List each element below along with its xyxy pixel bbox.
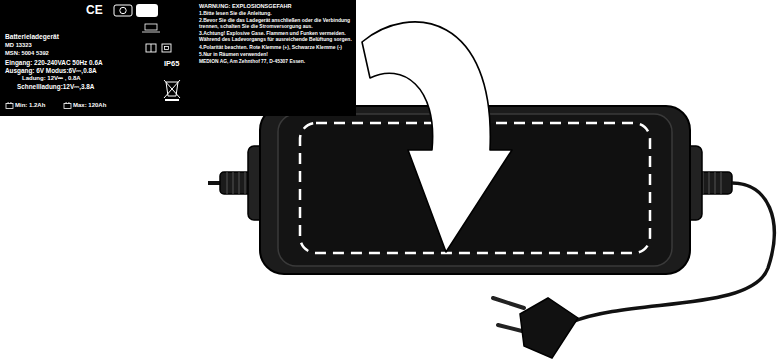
rating-column: CE BatterieladegerätMD 13323MSN: 5004 539… (0, 0, 196, 116)
product-name: Batterieladegerät (5, 33, 59, 41)
warning-item: 3.Achtung! Explosive Gase. Flammen und F… (199, 31, 352, 43)
manufacturer-address: MEDION AG, Am Zehnthof 77, D-45307 Essen… (199, 59, 352, 65)
fast-charge-rating: Schnellladung:12V⎓,3.8A (17, 83, 94, 90)
warning-item: 4.Polarität beachten. Rote Klemme (+), S… (199, 45, 352, 51)
ip-rating: IP65 (164, 60, 179, 69)
warning-heading: WARNUNG: EXPLOSIONSGEFAHR (199, 3, 352, 9)
ce-mark: CE (86, 4, 103, 18)
mains-plug (493, 298, 578, 358)
warning-item: 5.Nur in Räumen verwenden! (199, 52, 352, 58)
warning-item: 1.Bitte lesen Sie die Anleitung. (199, 11, 352, 17)
max-capacity: Max: 120Ah (73, 102, 106, 109)
input-rating: Eingang: 220-240VAC 50Hz 0.6A (5, 59, 103, 66)
placement-arrow (362, 22, 512, 252)
output-rating: Ausgang: 6V Modus:6V⎓,0.8A (5, 67, 97, 74)
warning-item: 2.Bevor Sie die das Ladegerät anschließe… (199, 18, 352, 30)
charge-rating: Ladung: 12V⎓ , 0.8A (22, 75, 81, 82)
min-capacity: Min: 1.2Ah (15, 102, 45, 109)
model-number: MD 13323 (5, 42, 32, 49)
rating-label: CE BatterieladegerätMD 13323MSN: 5004 539… (0, 0, 356, 116)
serial-number: MSN: 5004 5392 (5, 50, 49, 57)
warning-column: WARNUNG: EXPLOSIONSGEFAHR 1.Bitte lesen S… (199, 3, 352, 65)
